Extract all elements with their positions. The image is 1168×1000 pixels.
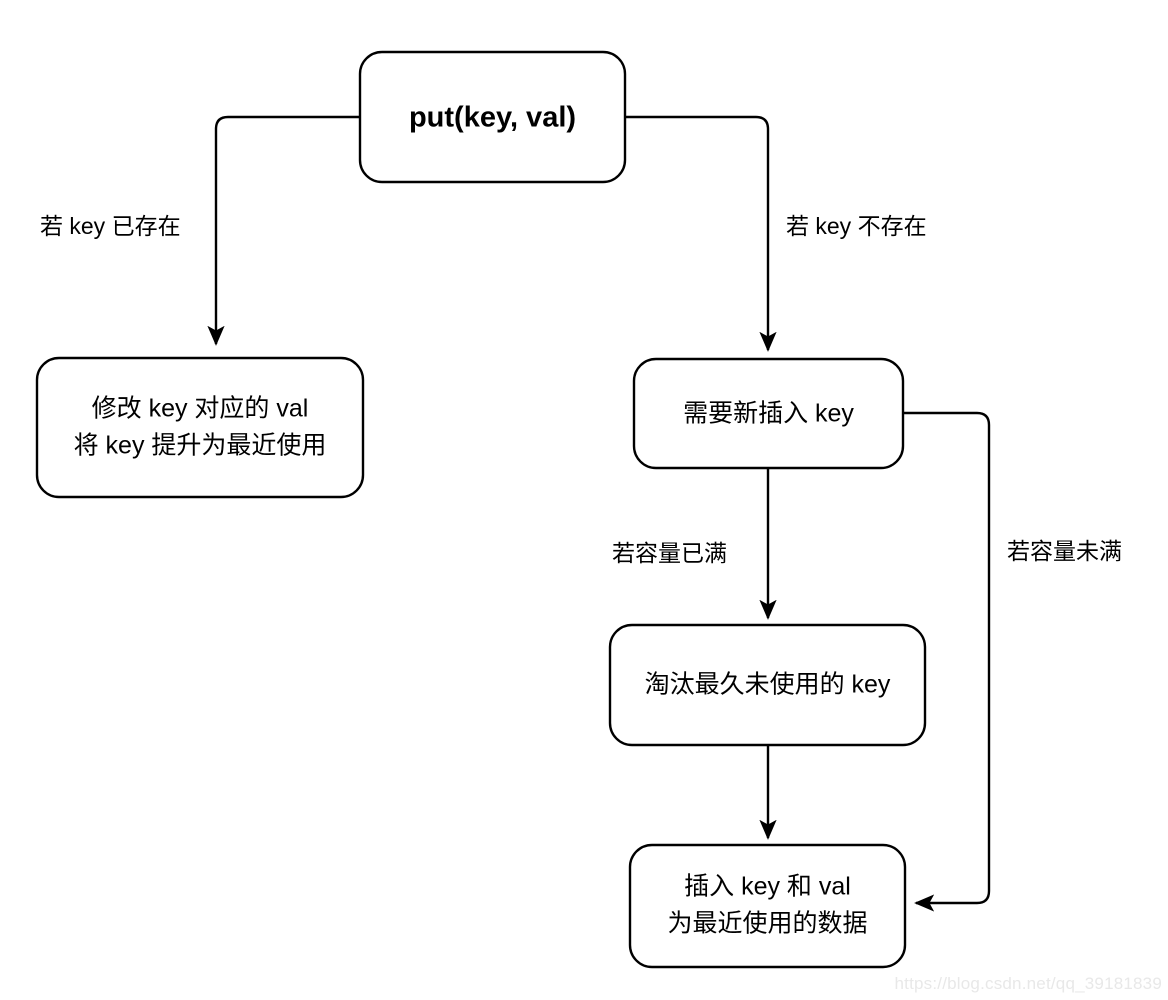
node-insert-new-label: 需要新插入 key — [683, 400, 854, 428]
node-update-existing-shape — [35, 356, 365, 499]
node-evict-lru-label: 淘汰最久未使用的 key — [645, 671, 891, 699]
node-insert-recent-line2: 为最近使用的数据 — [667, 910, 867, 938]
node-put-label: put(key, val) — [409, 102, 576, 134]
edge-key-absent — [625, 115, 777, 352]
edge-capacity-not-full — [903, 411, 991, 912]
node-evict-lru-shape — [608, 623, 927, 747]
edge-key-exists — [207, 115, 360, 346]
node-insert-recent[interactable]: 插入 key 和 val 为最近使用的数据 — [628, 843, 907, 969]
edge-label-key-exists: 若 key 已存在 — [40, 213, 181, 239]
node-update-existing-line2: 将 key 提升为最近使用 — [74, 432, 327, 460]
edge-label-capacity-not-full: 若容量未满 — [1007, 538, 1122, 564]
csdn-watermark: https://blog.csdn.net/qq_39181839 — [894, 974, 1162, 993]
node-insert-new[interactable]: 需要新插入 key — [632, 357, 905, 470]
node-insert-recent-shape — [628, 843, 907, 969]
node-insert-new-shape — [632, 357, 905, 470]
node-put[interactable]: put(key, val) — [358, 50, 627, 184]
node-update-existing[interactable]: 修改 key 对应的 val 将 key 提升为最近使用 — [35, 356, 365, 499]
node-update-existing-line1: 修改 key 对应的 val — [92, 395, 309, 423]
edge-label-key-absent: 若 key 不存在 — [786, 213, 927, 239]
edge-label-capacity-full: 若容量已满 — [612, 540, 727, 566]
node-insert-recent-line1: 插入 key 和 val — [684, 873, 851, 901]
node-put-shape — [358, 50, 627, 184]
node-evict-lru[interactable]: 淘汰最久未使用的 key — [608, 623, 927, 747]
